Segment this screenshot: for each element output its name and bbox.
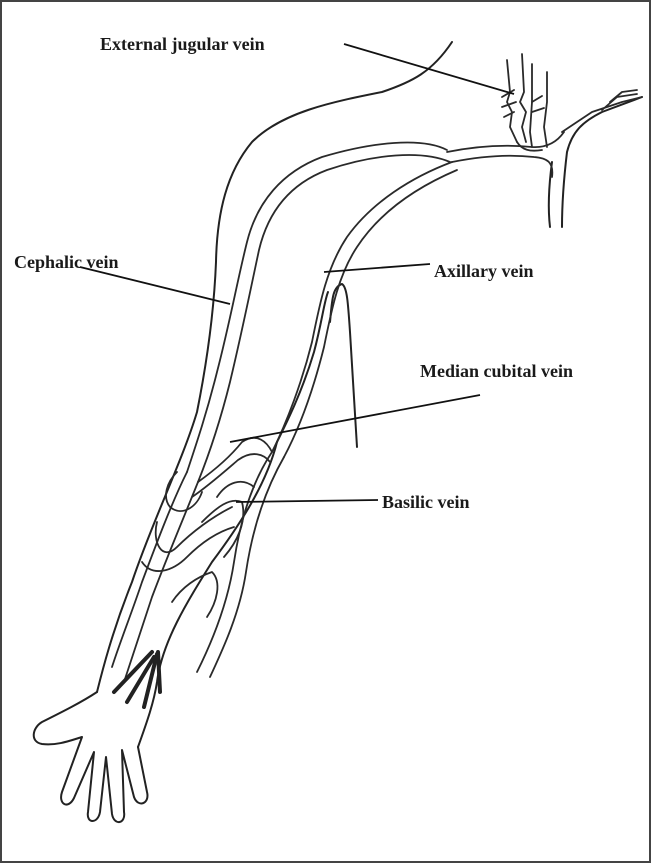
axillary-basilic-vein <box>272 162 457 457</box>
leader-external-jugular <box>344 44 514 94</box>
label-external-jugular-vein: External jugular vein <box>100 34 265 54</box>
leader-basilic <box>236 500 378 502</box>
label-median-cubital-vein: Median cubital vein <box>420 361 573 381</box>
neck-veins <box>502 54 642 147</box>
label-cephalic-vein: Cephalic vein <box>14 252 119 272</box>
arm-outline <box>34 42 642 822</box>
leader-axillary <box>324 264 430 272</box>
label-basilic-vein: Basilic vein <box>382 492 470 512</box>
forearm-veins <box>112 438 284 682</box>
label-axillary-vein: Axillary vein <box>434 261 534 281</box>
leader-cephalic <box>80 267 230 304</box>
